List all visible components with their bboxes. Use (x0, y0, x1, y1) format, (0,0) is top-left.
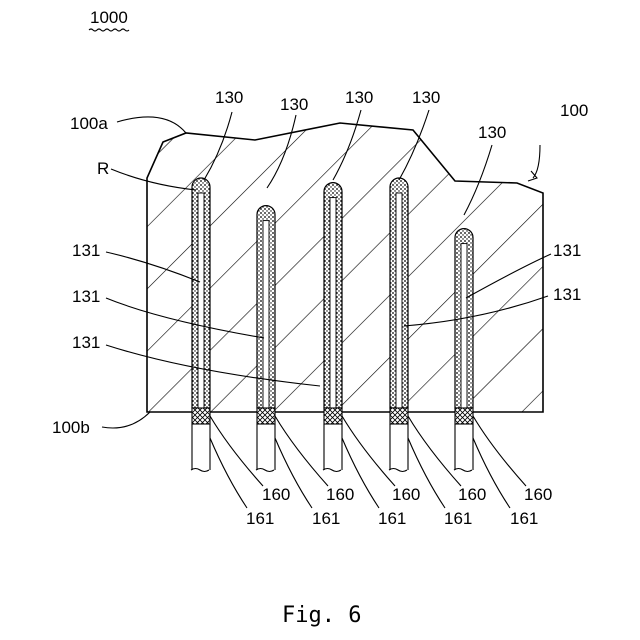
leader-160 (408, 416, 461, 486)
label-100b: 100b (52, 418, 90, 437)
leader-160 (342, 416, 395, 486)
label-131-1: 131 (72, 241, 100, 260)
leader-161 (210, 438, 247, 508)
label-131-2: 131 (72, 287, 100, 306)
probe-base (455, 408, 473, 424)
leader-160 (473, 416, 526, 486)
label-160-5: 160 (524, 485, 552, 504)
probe-5 (454, 229, 473, 472)
label-160-4: 160 (458, 485, 486, 504)
leader-160 (275, 416, 328, 486)
label-R: R (97, 159, 109, 178)
probe-base (390, 408, 408, 424)
figure-caption: Fig. 6 (282, 603, 361, 628)
label-161-4: 161 (444, 509, 472, 528)
label-130-5: 130 (478, 123, 506, 142)
label-130-1: 130 (215, 88, 243, 107)
label-131-5: 131 (553, 285, 581, 304)
label-160-row: 160 160 160 160 160 (262, 485, 552, 504)
probe-core (461, 244, 467, 408)
probe-wire (389, 424, 408, 472)
label-161-5: 161 (510, 509, 538, 528)
probe-core (396, 193, 402, 408)
label-130-3: 130 (345, 88, 373, 107)
probe-2 (256, 206, 275, 472)
label-130-2: 130 (280, 95, 308, 114)
probe-base (192, 408, 210, 424)
leader-160 (210, 416, 263, 486)
label-161-1: 161 (246, 509, 274, 528)
probe-3 (323, 183, 342, 472)
probe-wire (323, 424, 342, 472)
probe-1 (191, 178, 210, 472)
label-100: 100 (560, 101, 588, 120)
figure-ref-main: 1000 (90, 8, 128, 27)
label-131-4: 131 (553, 241, 581, 260)
probe-core (198, 193, 204, 408)
probe-4 (389, 178, 408, 472)
probe-base (324, 408, 342, 424)
label-161-row: 161 161 161 161 161 (246, 509, 538, 528)
label-160-3: 160 (392, 485, 420, 504)
probe-wire (256, 424, 275, 472)
label-131-3: 131 (72, 333, 100, 352)
ref-main-underline (89, 29, 129, 31)
probe-core (330, 198, 336, 408)
label-100a: 100a (70, 114, 108, 133)
probe-base (257, 408, 275, 424)
probe-wire (191, 424, 210, 472)
label-161-2: 161 (312, 509, 340, 528)
label-160-1: 160 (262, 485, 290, 504)
label-160-2: 160 (326, 485, 354, 504)
label-161-3: 161 (378, 509, 406, 528)
probe-wire (454, 424, 473, 472)
label-130-4: 130 (412, 88, 440, 107)
